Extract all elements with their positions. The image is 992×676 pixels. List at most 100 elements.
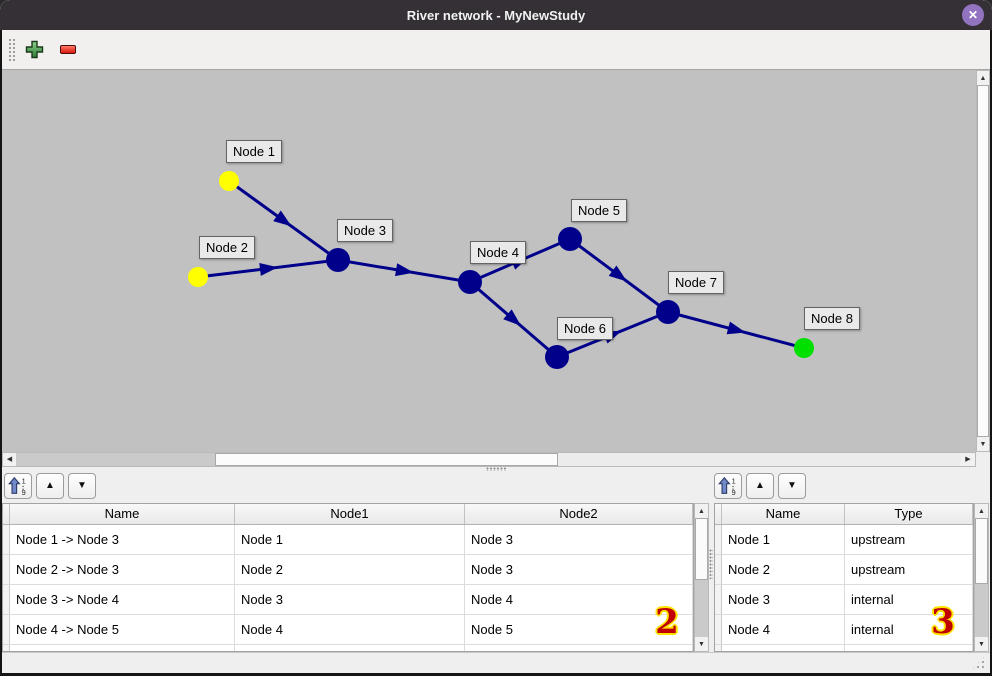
canvas-horizontal-scrollbar[interactable]: ◀ ▶ [2, 452, 976, 467]
toolbar-drag-handle[interactable] [8, 37, 15, 62]
column-header[interactable]: Node1 [235, 504, 465, 524]
node-label[interactable]: Node 6 [557, 317, 613, 340]
table-row[interactable] [3, 645, 693, 651]
scroll-up-button[interactable]: ▲ [695, 504, 708, 518]
table-cell[interactable]: Node 3 [465, 525, 693, 555]
scroll-right-button[interactable]: ▶ [961, 453, 975, 466]
table-cell[interactable]: Node 2 [722, 555, 845, 585]
node-node-7[interactable] [656, 300, 680, 324]
table-cell[interactable]: Node 3 [465, 555, 693, 585]
table-cell[interactable]: Node 3 -> Node 4 [10, 585, 235, 615]
move-down-button[interactable]: ▼ [68, 473, 96, 499]
vertical-splitter-handle[interactable] [709, 549, 713, 579]
up-arrow-icon: ▲ [698, 507, 705, 515]
horizontal-splitter-handle[interactable] [486, 467, 506, 471]
sort-nodes-button[interactable]: 1 9 [714, 473, 742, 499]
nodes-toolbar: 1 9 ▲ ▼ [714, 471, 810, 501]
node-label[interactable]: Node 2 [199, 236, 255, 259]
scrollbar-thumb[interactable] [215, 453, 558, 466]
close-button[interactable]: ✕ [962, 4, 984, 26]
node-label[interactable]: Node 3 [337, 219, 393, 242]
node-node-8[interactable] [794, 338, 814, 358]
scrollbar-thumb[interactable] [695, 518, 708, 580]
scrollbar-thumb[interactable] [975, 518, 988, 584]
column-header[interactable]: Node2 [465, 504, 693, 524]
title-bar[interactable]: River network - MyNewStudy ✕ [0, 0, 992, 30]
scroll-up-button[interactable]: ▲ [977, 71, 989, 85]
column-header[interactable]: Type [845, 504, 973, 524]
move-up-button[interactable]: ▲ [746, 473, 774, 499]
table-cell[interactable]: Node 2 [235, 555, 465, 585]
table-cell[interactable]: Node 4 [722, 615, 845, 645]
table-cell[interactable] [465, 645, 693, 651]
node-label[interactable]: Node 5 [571, 199, 627, 222]
node-label[interactable]: Node 7 [668, 271, 724, 294]
add-button[interactable] [21, 37, 47, 63]
scroll-left-button[interactable]: ◀ [3, 453, 16, 466]
scrollbar-thumb[interactable] [977, 85, 989, 437]
table-row[interactable] [715, 645, 973, 651]
row-header [715, 525, 722, 555]
flow-direction-arrow-icon [259, 263, 278, 276]
table-cell[interactable] [10, 645, 235, 651]
table-cell[interactable]: Node 1 [235, 525, 465, 555]
table-cell[interactable] [722, 645, 845, 651]
table-cell[interactable]: Node 1 [722, 525, 845, 555]
table-cell[interactable]: Node 3 [235, 585, 465, 615]
table-cell[interactable] [845, 645, 973, 651]
move-up-button[interactable]: ▲ [36, 473, 64, 499]
node-node-6[interactable] [545, 345, 569, 369]
node-label[interactable]: Node 4 [470, 241, 526, 264]
move-down-button[interactable]: ▼ [778, 473, 806, 499]
scroll-down-button[interactable]: ▼ [975, 637, 988, 651]
svg-text:1: 1 [22, 476, 26, 485]
sort-reaches-button[interactable]: 1 9 [4, 473, 32, 499]
node-node-3[interactable] [326, 248, 350, 272]
node-label[interactable]: Node 1 [226, 140, 282, 163]
svg-text:1: 1 [732, 476, 736, 485]
flow-direction-arrow-icon [273, 210, 292, 227]
table-cell[interactable]: Node 4 [465, 585, 693, 615]
up-arrow-icon: ▲ [978, 507, 985, 515]
table-cell[interactable]: Node 3 [722, 585, 845, 615]
network-canvas[interactable]: Node 1 Node 2 Node 3 Node 4 Node 5 Node 6 Node… [2, 70, 976, 452]
reaches-table-scrollbar[interactable]: ▲ ▼ [694, 503, 709, 652]
scroll-up-button[interactable]: ▲ [975, 504, 988, 518]
scroll-down-button[interactable]: ▼ [695, 637, 708, 651]
remove-button[interactable] [55, 37, 81, 63]
corner-header [715, 504, 722, 524]
nodes-table-scrollbar[interactable]: ▲ ▼ [974, 503, 989, 652]
table-cell[interactable]: upstream [845, 555, 973, 585]
annotation-3: 3 [931, 602, 955, 642]
table-cell[interactable]: Node 2 -> Node 3 [10, 555, 235, 585]
canvas-vertical-scrollbar[interactable]: ▲ ▼ [976, 70, 990, 452]
node-node-5[interactable] [558, 227, 582, 251]
left-arrow-icon: ◀ [6, 456, 13, 463]
table-cell[interactable]: Node 4 -> Node 5 [10, 615, 235, 645]
table-cell[interactable]: internal [845, 585, 973, 615]
column-header[interactable]: Name [10, 504, 235, 524]
node-node-4[interactable] [458, 270, 482, 294]
table-cell[interactable]: Node 1 -> Node 3 [10, 525, 235, 555]
node-node-2[interactable] [188, 267, 208, 287]
table-cell[interactable]: Node 5 [465, 615, 693, 645]
window-resize-grip[interactable] [971, 655, 986, 670]
table-cell[interactable]: upstream [845, 525, 973, 555]
scroll-down-button[interactable]: ▼ [977, 437, 989, 451]
column-header[interactable]: Name [722, 504, 845, 524]
table-cell[interactable]: Node 4 [235, 615, 465, 645]
table-cell[interactable]: internal [845, 615, 973, 645]
table-cell[interactable] [235, 645, 465, 651]
node-label[interactable]: Node 8 [804, 307, 860, 330]
node-node-1[interactable] [219, 171, 239, 191]
scrollbar-track[interactable] [16, 453, 215, 466]
